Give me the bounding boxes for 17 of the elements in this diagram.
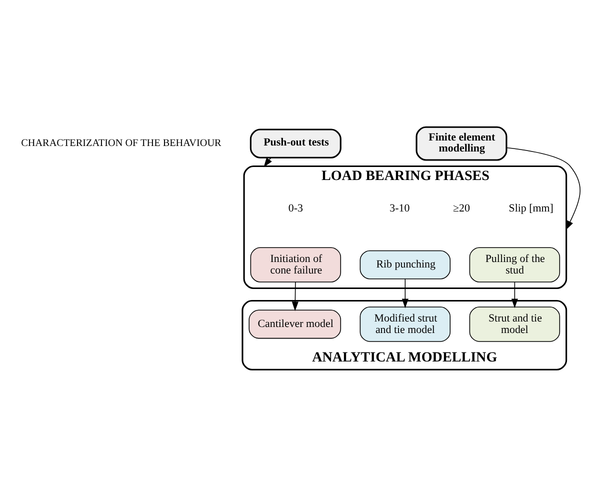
node-box: Modified strut and tie model [360, 306, 451, 342]
label: 3-10 [390, 202, 410, 214]
arrow [402, 278, 408, 308]
node-box: Finite element modelling [416, 126, 508, 161]
label: ≥20 [453, 202, 470, 214]
arrow [292, 282, 298, 312]
node-box: Rib punching [360, 250, 451, 280]
node-box: Cantilever model [248, 310, 342, 339]
node-box: Initiation of cone failure [250, 247, 342, 282]
label: Slip [mm] [508, 202, 554, 214]
arrow [506, 147, 580, 230]
node-box: Push-out tests [250, 128, 342, 158]
node-box: Pulling of the stud [469, 247, 560, 282]
node-box: Strut and tie model [469, 306, 560, 342]
arrow [511, 282, 518, 308]
label: CHARACTERIZATION OF THE BEHAVIOUR [21, 138, 222, 150]
label: 0-3 [288, 202, 303, 214]
